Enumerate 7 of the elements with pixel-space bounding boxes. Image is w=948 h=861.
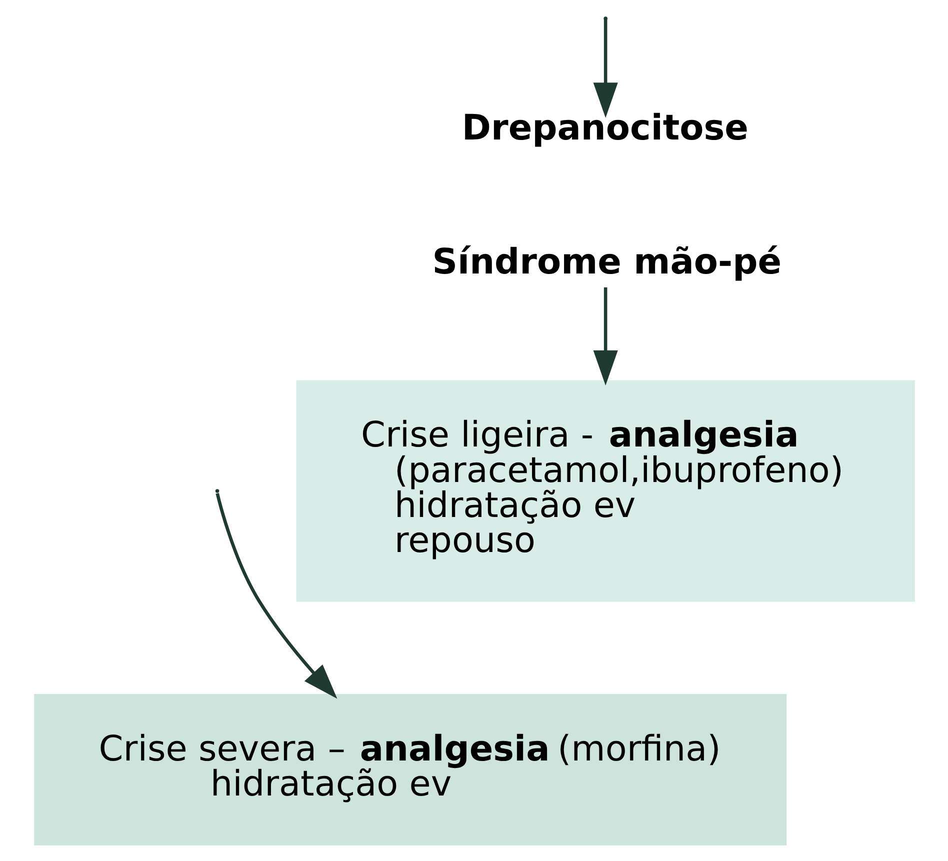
arrow xyxy=(592,19,618,118)
arrow xyxy=(592,286,618,385)
node-text: Drepanocitose xyxy=(461,107,748,148)
node-box: Crise ligeira - analgesia (paracetamol,ibuprofeno) hidratação ev repouso xyxy=(296,380,914,602)
node-box: Crise severa – analgesia (morfina) hidratação ev xyxy=(34,693,786,845)
node-text: Síndrome mão-pé xyxy=(432,240,782,282)
arrow xyxy=(215,492,337,698)
